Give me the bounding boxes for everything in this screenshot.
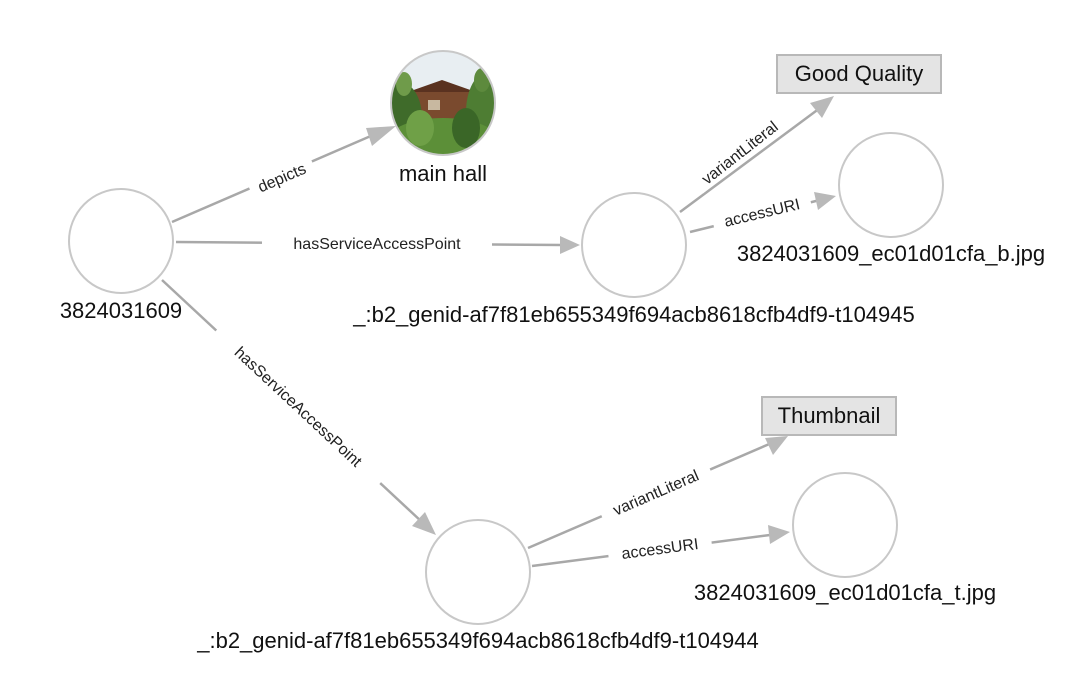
edge-depicts: depicts xyxy=(171,126,396,224)
node-label: 3824031609_ec01d01cfa_b.jpg xyxy=(737,241,1045,266)
node-label: 3824031609 xyxy=(60,298,182,323)
edge-label-access-uri: accessURI xyxy=(723,196,802,231)
node-root[interactable]: 3824031609 xyxy=(60,188,182,323)
house-photo-icon xyxy=(391,51,495,155)
arrowhead-icon xyxy=(366,126,396,146)
node-file-b[interactable]: 3824031609_ec01d01cfa_b.jpg xyxy=(737,132,1045,266)
edge-label-variant-literal: variantLiteral xyxy=(611,467,702,519)
edge-variant-literal-b: variantLiteral xyxy=(679,96,834,214)
arrowhead-icon xyxy=(412,512,436,535)
node-label: _:b2_genid-af7f81eb655349f694acb8618cfb4… xyxy=(196,628,759,653)
arrowhead-icon xyxy=(814,192,836,210)
edge-label-variant-literal: variantLiteral xyxy=(699,118,782,188)
arrowhead-icon xyxy=(810,96,834,118)
edge-label-has-service-access-point: hasServiceAccessPoint xyxy=(231,344,365,471)
edge-label-access-uri: accessURI xyxy=(621,536,700,563)
edge-access-uri-t: accessURI xyxy=(531,525,790,568)
literal-label: Thumbnail xyxy=(778,403,881,428)
node-label: main hall xyxy=(399,161,487,186)
node-image[interactable]: main hall xyxy=(378,50,510,186)
node-access-point-b[interactable]: _:b2_genid-af7f81eb655349f694acb8618cfb4… xyxy=(352,192,915,327)
edge-variant-literal-t: variantLiteral xyxy=(527,436,788,550)
literal-good-quality[interactable]: Good Quality xyxy=(776,54,942,94)
literal-thumbnail[interactable]: Thumbnail xyxy=(761,396,897,436)
arrowhead-icon xyxy=(560,236,580,254)
node-file-t[interactable]: 3824031609_ec01d01cfa_t.jpg xyxy=(694,472,996,605)
node-label: _:b2_genid-af7f81eb655349f694acb8618cfb4… xyxy=(352,302,915,327)
node-access-point-t[interactable]: _:b2_genid-af7f81eb655349f694acb8618cfb4… xyxy=(196,519,759,653)
arrowhead-icon xyxy=(768,525,790,544)
edge-has-service-access-point-b: hasServiceAccessPoint xyxy=(175,233,580,254)
edge-label-has-service-access-point: hasServiceAccessPoint xyxy=(293,236,461,253)
arrowhead-icon xyxy=(765,436,788,455)
node-label: 3824031609_ec01d01cfa_t.jpg xyxy=(694,580,996,605)
literal-label: Good Quality xyxy=(795,61,923,86)
edge-access-uri-b: accessURI xyxy=(689,190,836,234)
